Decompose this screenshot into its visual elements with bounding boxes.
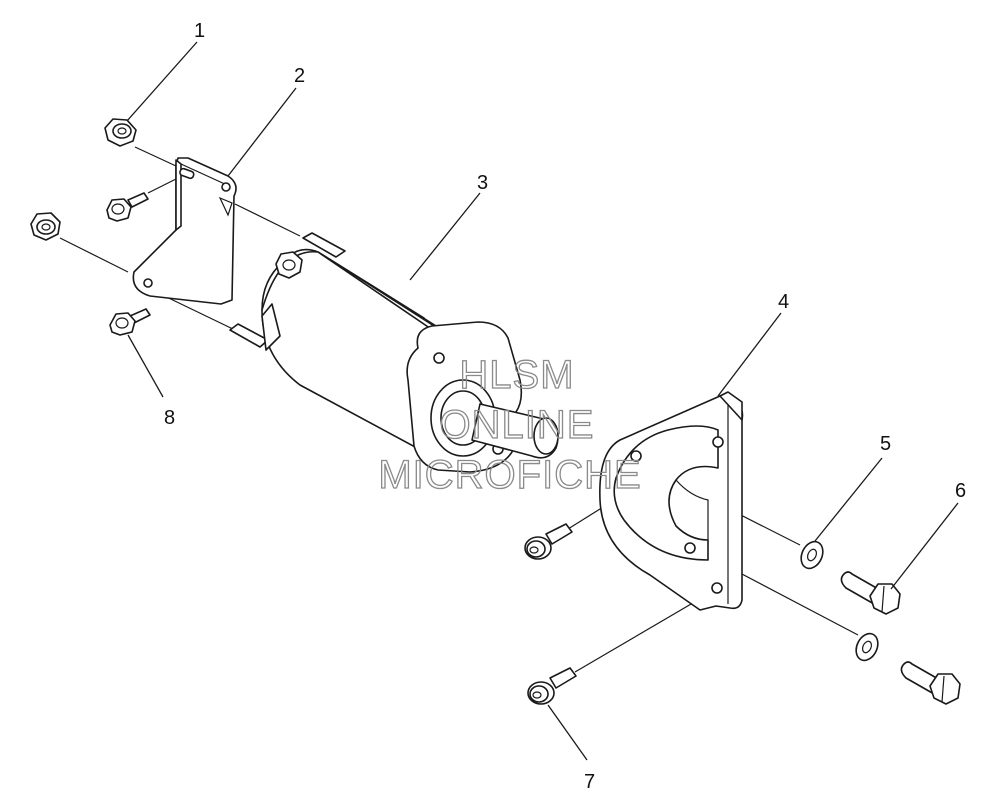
callout-2: 2 [294, 65, 305, 87]
part-1-hex-nut [104, 118, 137, 147]
callout-8: 8 [164, 407, 175, 429]
flange-bolt-upper [524, 523, 573, 560]
part-5-washers [800, 540, 879, 662]
leader-lines [126, 41, 959, 761]
part-3-starter-motor [229, 232, 559, 473]
callout-6: 6 [955, 480, 966, 502]
watermark-line-2: ONLINE [440, 403, 595, 447]
callout-3: 3 [477, 172, 488, 194]
part-2-triangle-bracket [132, 157, 237, 305]
bolt-upper-left [106, 192, 149, 222]
part-4-mounting-plate [599, 391, 744, 611]
callout-5: 5 [880, 433, 891, 455]
callouts: 1 2 3 4 5 6 7 8 [164, 20, 966, 793]
part-7-flange-bolt [527, 667, 577, 705]
watermark-line-1: HLSM [459, 353, 574, 397]
hex-nut-left [30, 212, 61, 241]
callout-4: 4 [778, 291, 789, 313]
watermark-line-3: MICROFICHE [378, 453, 641, 497]
callout-1: 1 [194, 20, 205, 42]
callout-7: 7 [584, 771, 595, 793]
part-6-hex-bolts [840, 571, 961, 705]
part-8-bolt [109, 308, 151, 336]
watermark: HLSM ONLINE MICROFICHE [378, 352, 642, 497]
